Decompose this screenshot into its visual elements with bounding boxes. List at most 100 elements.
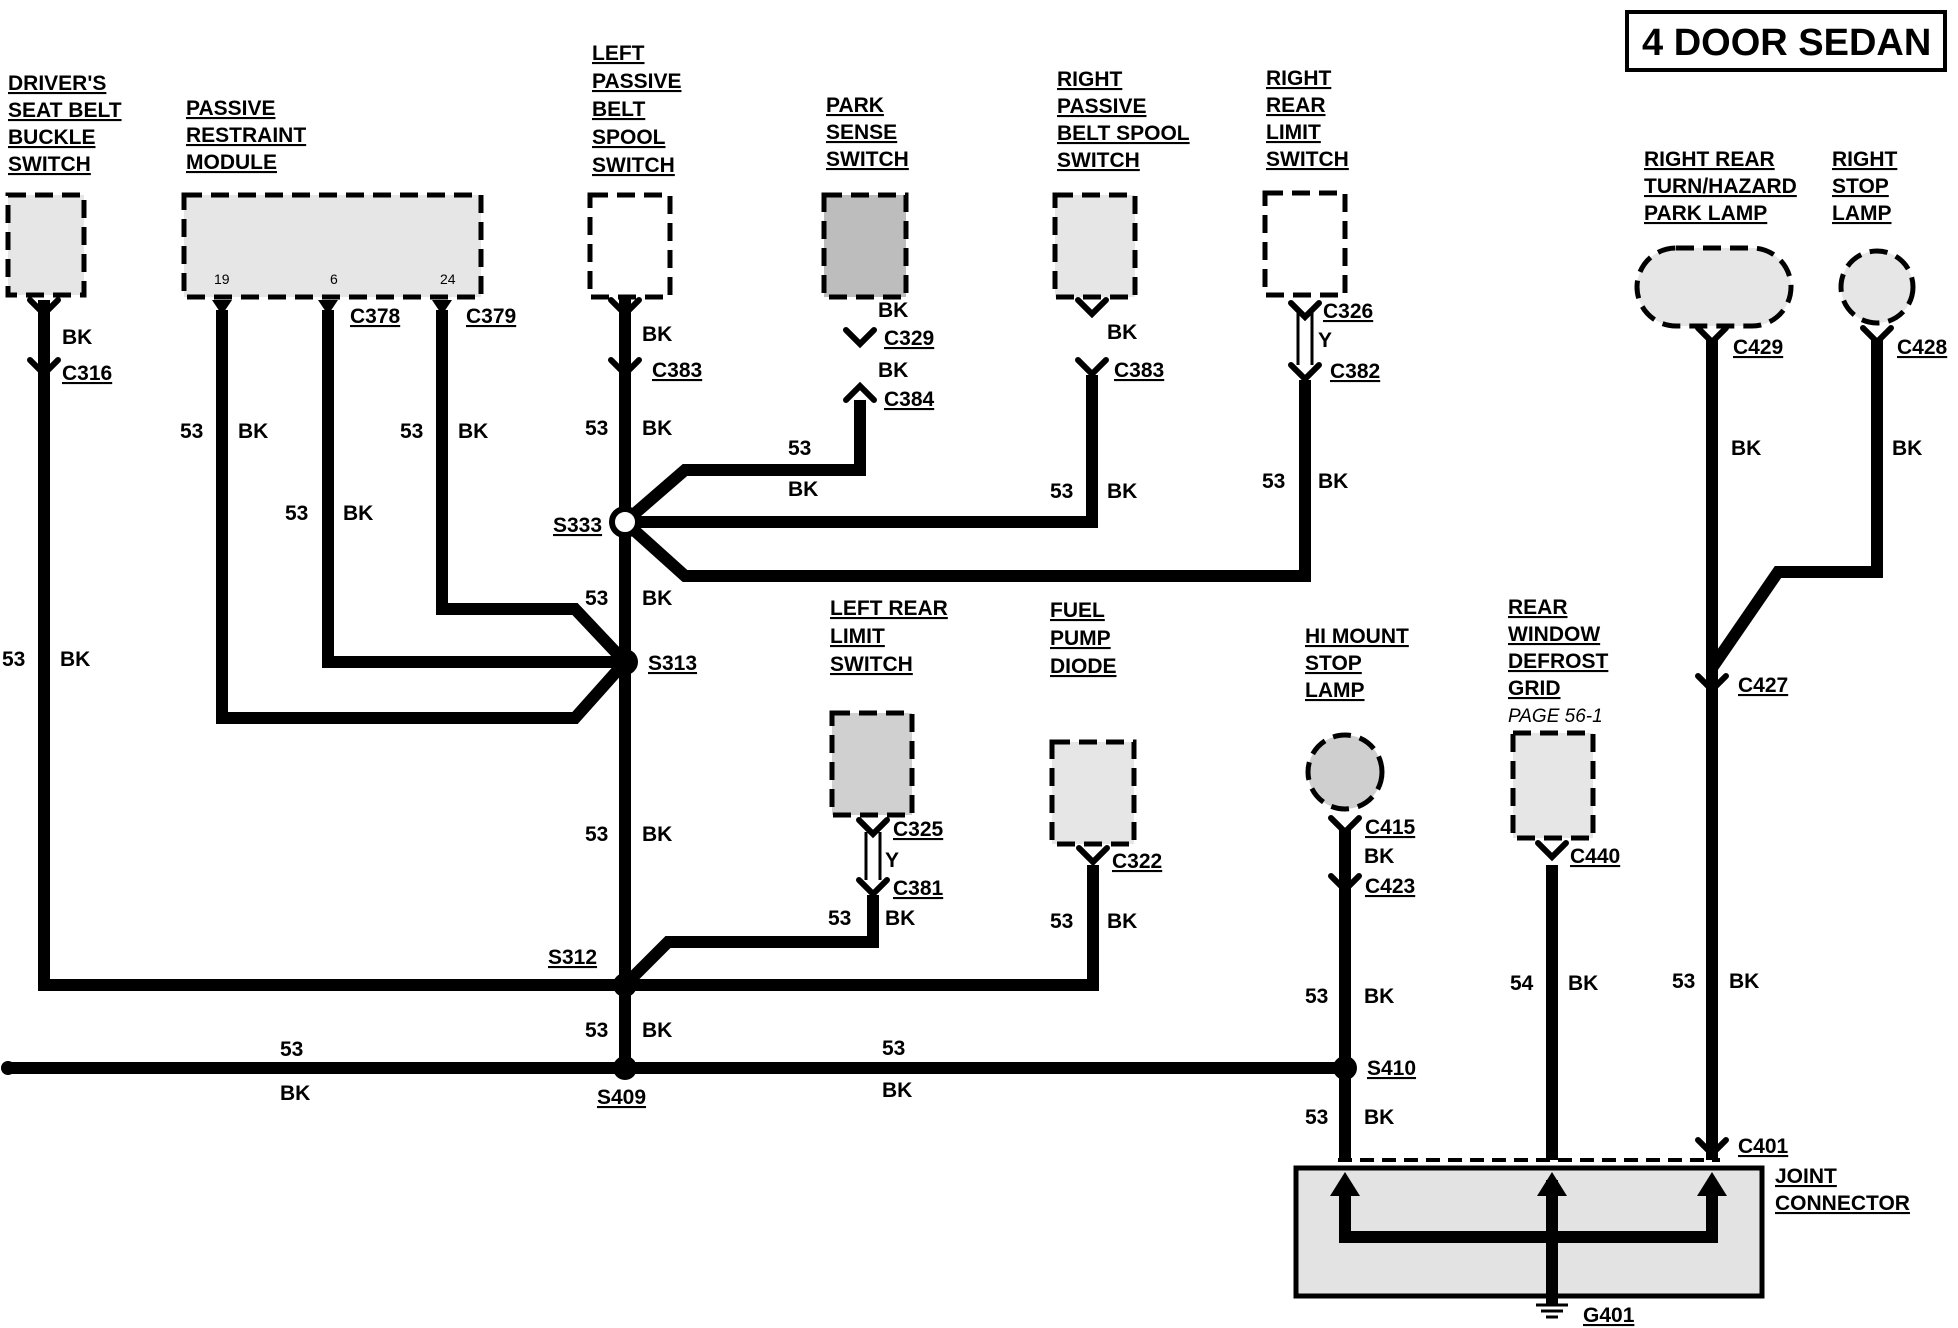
svg-text:53: 53 (280, 1038, 303, 1061)
label-fuel-pump-diode: FUEL PUMP DIODE (1050, 599, 1117, 678)
svg-text:53: 53 (1050, 480, 1073, 503)
bus-left-end (1, 1061, 15, 1075)
label-drivers-seat-belt-switch: DRIVER'S SEAT BELT BUCKLE SWITCH (8, 72, 122, 176)
joint-arrow-3 (1697, 1172, 1727, 1196)
wire-fuel-pump-diode (625, 865, 1099, 991)
svg-text:LIMIT: LIMIT (830, 625, 885, 648)
svg-text:C325: C325 (893, 818, 944, 841)
label-left-rear-limit-switch: LEFT REAR LIMIT SWITCH (830, 597, 948, 676)
svg-text:C428: C428 (1897, 336, 1948, 359)
svg-text:53: 53 (1050, 910, 1073, 933)
wire-y-left-rear-limit (864, 832, 882, 880)
svg-text:PAGE 56-1: PAGE 56-1 (1508, 706, 1603, 727)
svg-text:S410: S410 (1367, 1057, 1416, 1080)
svg-text:C316: C316 (62, 362, 112, 385)
svg-text:C423: C423 (1365, 875, 1415, 898)
svg-text:C427: C427 (1738, 674, 1788, 697)
svg-text:SWITCH: SWITCH (592, 154, 675, 177)
svg-text:BUCKLE: BUCKLE (8, 126, 96, 149)
svg-text:BELT: BELT (592, 98, 645, 121)
svg-text:SWITCH: SWITCH (826, 148, 909, 171)
wire-prm-pin6 (322, 310, 625, 668)
svg-text:BK: BK (1107, 321, 1137, 344)
svg-text:LEFT REAR: LEFT REAR (830, 597, 948, 620)
wire-park-sense (621, 400, 866, 527)
splice-s333 (609, 506, 641, 538)
label-right-rear-turn-lamp: RIGHT REAR TURN/HAZARD PARK LAMP (1644, 148, 1797, 225)
fuel-pump-diode-box (1049, 739, 1137, 847)
ground-icon (1536, 1303, 1568, 1319)
park-sense-switch-box (821, 192, 909, 300)
svg-text:PARK LAMP: PARK LAMP (1644, 202, 1767, 225)
svg-text:C383: C383 (652, 359, 702, 382)
svg-text:BK: BK (642, 1019, 672, 1042)
splice-labels: S333 S313 S312 S409 S410 (548, 514, 1416, 1109)
svg-text:53: 53 (585, 823, 608, 846)
splice-s410 (1333, 1056, 1357, 1080)
svg-text:BK: BK (62, 326, 92, 349)
svg-text:REAR: REAR (1508, 596, 1568, 619)
svg-text:G401: G401 (1583, 1304, 1635, 1327)
svg-text:53: 53 (828, 907, 851, 930)
right-stop-lamp-box (1838, 248, 1916, 326)
wire-prm-pin19 (216, 310, 630, 724)
left-passive-spool-switch-box (587, 192, 673, 300)
svg-text:RIGHT REAR: RIGHT REAR (1644, 148, 1775, 171)
label-park-sense-switch: PARK SENSE SWITCH (826, 94, 909, 171)
prm-pin-24: 24 (440, 271, 456, 287)
svg-text:53: 53 (1305, 1106, 1328, 1129)
svg-text:C329: C329 (884, 327, 934, 350)
svg-text:53: 53 (882, 1037, 905, 1060)
joint-arrow-2 (1537, 1172, 1567, 1196)
prm-pin6-terminal (318, 300, 338, 315)
svg-text:S313: S313 (648, 652, 697, 675)
svg-text:BK: BK (642, 417, 672, 440)
svg-text:RIGHT: RIGHT (1057, 68, 1123, 91)
svg-text:BK: BK (1731, 437, 1761, 460)
wire-y-right-rear-limit (1296, 310, 1314, 365)
svg-text:BK: BK (885, 907, 915, 930)
svg-text:C384: C384 (884, 388, 935, 411)
svg-text:53: 53 (2, 648, 25, 671)
svg-text:C383: C383 (1114, 359, 1164, 382)
svg-text:C322: C322 (1112, 850, 1162, 873)
svg-text:BK: BK (878, 299, 908, 322)
svg-text:C381: C381 (893, 877, 944, 900)
prm-pin-6: 6 (330, 271, 338, 287)
wire-right-rear-limit (620, 380, 1311, 582)
drivers-seat-belt-switch-box (5, 192, 87, 298)
svg-text:S333: S333 (553, 514, 602, 537)
svg-text:JOINT: JOINT (1775, 1165, 1837, 1188)
svg-text:C326: C326 (1323, 300, 1373, 323)
svg-text:BK: BK (280, 1082, 310, 1105)
svg-text:HI MOUNT: HI MOUNT (1305, 625, 1409, 648)
label-right-stop-lamp: RIGHT STOP LAMP (1832, 148, 1898, 225)
label-hi-mount-stop-lamp: HI MOUNT STOP LAMP (1305, 625, 1409, 702)
svg-text:C415: C415 (1365, 816, 1416, 839)
label-left-passive-spool-switch: LEFT PASSIVE BELT SPOOL SWITCH (592, 42, 681, 177)
diagram-title: 4 DOOR SEDAN (1642, 22, 1931, 64)
svg-text:BELT SPOOL: BELT SPOOL (1057, 122, 1190, 145)
connector-labels: C316 C378 C379 C383 C329 C384 C383 C326 … (62, 300, 1948, 1327)
svg-text:BK: BK (1729, 970, 1759, 993)
svg-text:SWITCH: SWITCH (8, 153, 91, 176)
svg-text:LEFT: LEFT (592, 42, 645, 65)
svg-text:CONNECTOR: CONNECTOR (1775, 1192, 1910, 1215)
svg-text:SWITCH: SWITCH (830, 653, 913, 676)
svg-text:C429: C429 (1733, 336, 1783, 359)
svg-text:53: 53 (400, 420, 423, 443)
svg-text:PASSIVE: PASSIVE (592, 70, 681, 93)
svg-text:PASSIVE: PASSIVE (1057, 95, 1146, 118)
wire-prm-pin24 (436, 310, 630, 667)
wire-driver-seat-belt (38, 300, 625, 991)
svg-text:BK: BK (343, 502, 373, 525)
label-passive-restraint-module: PASSIVE RESTRAINT MODULE (186, 97, 306, 174)
svg-text:C440: C440 (1570, 845, 1620, 868)
hi-mount-stop-lamp-box (1305, 732, 1385, 812)
svg-text:PASSIVE: PASSIVE (186, 97, 275, 120)
left-rear-limit-switch-box (829, 710, 915, 818)
svg-text:FUEL: FUEL (1050, 599, 1105, 622)
joint-arrow-1 (1330, 1172, 1360, 1196)
svg-text:LIMIT: LIMIT (1266, 121, 1321, 144)
svg-text:C401: C401 (1738, 1135, 1789, 1158)
